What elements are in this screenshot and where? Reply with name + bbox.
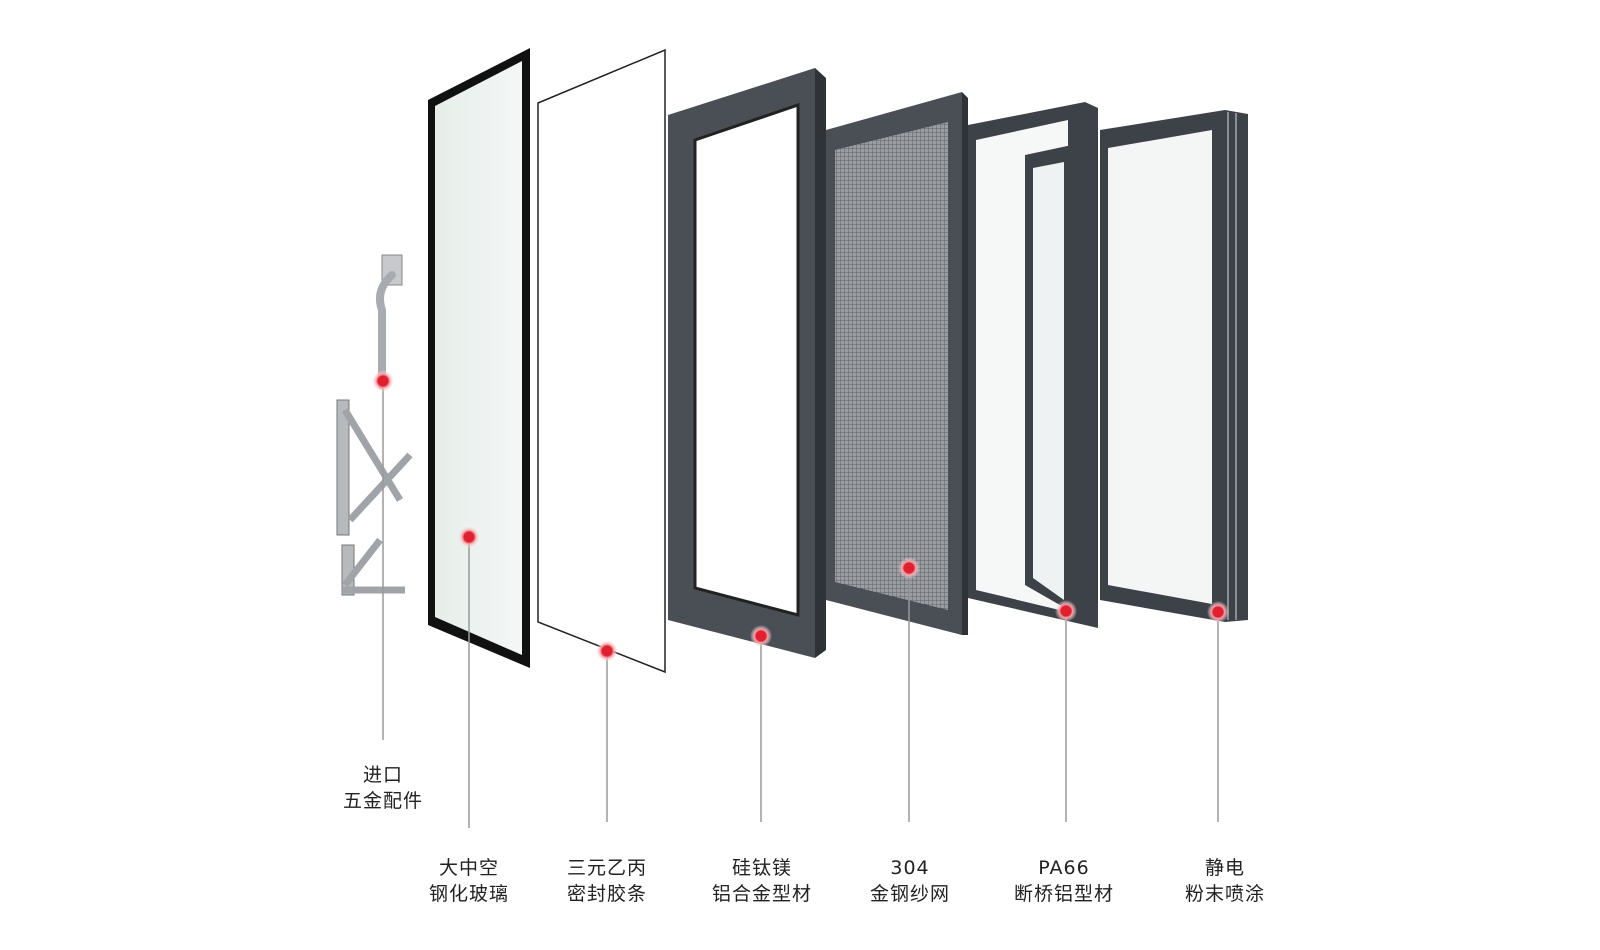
label-gasket: 三元乙丙密封胶条 <box>567 855 647 907</box>
label-line2: 粉末喷涂 <box>1184 883 1266 905</box>
marker-icon <box>596 640 618 662</box>
glass-panel <box>428 48 530 668</box>
marker-icon <box>372 370 394 392</box>
label-glass: 大中空钢化玻璃 <box>429 855 509 907</box>
label-mesh: 304 金钢纱网 <box>870 855 950 907</box>
leader-lines <box>382 385 1219 828</box>
label-line1: 硅钛镁 <box>731 857 793 879</box>
marker-icon <box>458 526 480 548</box>
mesh-screen <box>826 92 968 635</box>
hardware-parts <box>336 254 413 596</box>
marker-icon <box>898 557 920 579</box>
marker-icon <box>1207 601 1229 623</box>
label-hardware: 进口五金配件 <box>343 762 423 814</box>
label-line2: 断桥铝型材 <box>1013 883 1115 905</box>
marker-icon <box>1055 600 1077 622</box>
label-line1: 静电 <box>1204 857 1246 879</box>
label-line1: 大中空 <box>438 857 500 879</box>
label-thermal-break: PA66 断桥铝型材 <box>1014 855 1114 907</box>
label-alloy: 硅钛镁铝合金型材 <box>712 855 812 907</box>
label-line1: 304 <box>890 857 930 879</box>
label-line1: PA66 <box>1038 857 1090 879</box>
alloy-frame <box>668 68 826 658</box>
label-coating: 静电粉末喷涂 <box>1185 855 1265 907</box>
label-line2: 五金配件 <box>342 790 424 812</box>
coated-frame <box>1100 110 1248 622</box>
label-line1: 三元乙丙 <box>566 857 648 879</box>
label-line2: 金钢纱网 <box>869 883 951 905</box>
label-line2: 密封胶条 <box>566 883 648 905</box>
marker-icon <box>750 625 772 647</box>
label-line2: 钢化玻璃 <box>428 883 510 905</box>
marker-dots <box>372 370 1229 662</box>
thermal-break-frame <box>968 102 1098 628</box>
gasket-panel <box>537 48 666 674</box>
label-line1: 进口 <box>362 764 404 786</box>
label-line2: 铝合金型材 <box>711 883 813 905</box>
